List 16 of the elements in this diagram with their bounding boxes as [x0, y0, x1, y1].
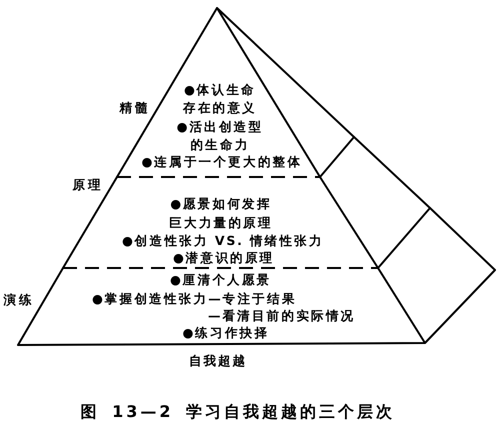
level-label: 演练 — [4, 291, 34, 309]
bullet-text: ●创造性张力 VS. 情绪性张力 — [122, 232, 324, 250]
level-label: 精髓 — [120, 99, 150, 117]
pyramid-level — [63, 137, 430, 268]
bullet-text: ●厘清个人愿景 — [170, 271, 272, 289]
bullet-text: ●活出创造型的生命力 — [176, 118, 264, 154]
bullet-text: ●愿景如何发挥巨大力量的原理 — [168, 195, 274, 232]
bullet-text: ●体认生命存在的意义 — [183, 81, 257, 117]
bullet-text: ●掌握创造性张力—专注于结果—看清目前的实际情况 — [92, 290, 356, 324]
figure-caption: 图 13—2 学习自我超越的三个层次 — [80, 401, 396, 423]
bullet-text: ●练习作抉择 — [182, 324, 270, 342]
pyramid-label: 自我超越 — [189, 352, 247, 370]
bullet-text: ●潜意识的原理 — [173, 249, 275, 267]
pyramid-level — [117, 8, 354, 177]
bullet-text: ●连属于一个更大的整体 — [142, 153, 302, 171]
level-label: 原理 — [72, 176, 104, 194]
